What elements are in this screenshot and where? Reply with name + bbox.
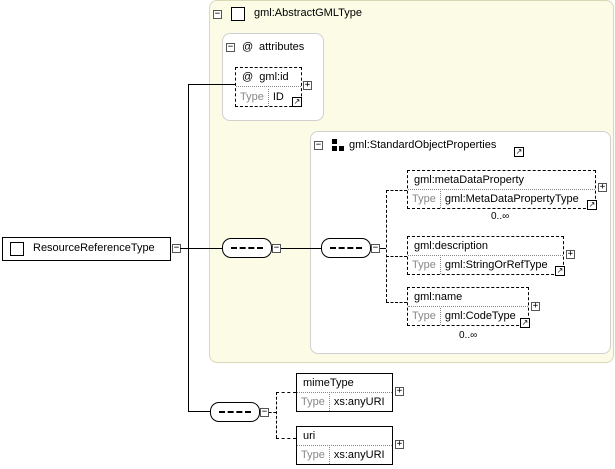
type-value: gml:CodeType — [444, 310, 516, 322]
type-value: xs:anyURI — [333, 396, 385, 408]
group-link-icon[interactable]: ↗ — [514, 147, 524, 157]
type-link-icon[interactable]: ↗ — [520, 318, 530, 328]
connector — [188, 84, 189, 411]
optional-connector — [269, 412, 276, 413]
optional-connector — [386, 256, 407, 257]
element-name: uri — [297, 427, 392, 446]
connector — [188, 84, 235, 85]
optional-connector — [386, 190, 407, 191]
type-link-icon[interactable]: ↗ — [555, 266, 565, 276]
attributes-collapse-icon[interactable]: − — [226, 42, 235, 52]
connector — [180, 248, 188, 249]
sequence-compositor[interactable] — [222, 238, 272, 258]
element-expand-icon[interactable]: + — [395, 439, 404, 449]
type-label: Type — [297, 394, 330, 411]
type-value: ID — [272, 91, 284, 103]
type-label: Type — [408, 308, 441, 325]
attributes-marker: @ — [242, 41, 254, 53]
collapse-toggle-icon[interactable]: − — [213, 9, 222, 19]
occurrence-label: 0..∞ — [491, 211, 510, 222]
type-value: xs:anyURI — [333, 449, 385, 461]
optional-connector — [276, 392, 296, 393]
attributes-label: attributes — [259, 41, 305, 53]
type-link-icon[interactable]: ↗ — [292, 97, 302, 107]
optional-connector — [380, 248, 386, 249]
type-link-icon[interactable]: ↗ — [587, 200, 597, 210]
element-expand-icon[interactable]: + — [531, 301, 540, 311]
type-label: Type — [297, 447, 330, 464]
attribute-name: @ gml:id — [236, 68, 301, 87]
complex-type-icon — [231, 7, 245, 21]
element-name: mimeType — [297, 374, 392, 393]
root-type-box[interactable]: ResourceReferenceType — [2, 237, 171, 261]
sequence-compositor[interactable] — [321, 238, 371, 258]
type-label: Type — [408, 257, 441, 274]
root-type-name: ResourceReferenceType — [33, 242, 155, 254]
optional-connector — [386, 302, 407, 303]
sequence-collapse-icon[interactable]: − — [260, 407, 269, 417]
base-type-title: gml:AbstractGMLType — [254, 7, 362, 19]
element-expand-icon[interactable]: + — [566, 249, 575, 259]
attribute-at-icon: @ — [242, 71, 254, 83]
occurrence-label: 0..∞ — [459, 330, 478, 341]
complex-type-icon — [10, 242, 24, 256]
type-label: Type — [236, 89, 269, 106]
attribute-expand-icon[interactable]: + — [303, 80, 312, 90]
element-expand-icon[interactable]: + — [395, 386, 404, 396]
group-collapse-icon[interactable]: − — [314, 140, 323, 150]
element-expand-icon[interactable]: + — [598, 182, 607, 192]
element-name: gml:name — [408, 288, 528, 307]
group-title: gml:StandardObjectProperties — [349, 139, 497, 151]
connector — [188, 411, 210, 412]
group-icon — [332, 139, 344, 151]
optional-connector — [276, 438, 296, 439]
element-name: gml:metaDataProperty — [408, 171, 595, 190]
sequence-compositor[interactable] — [210, 402, 260, 422]
optional-connector — [276, 392, 277, 438]
connector — [188, 248, 222, 249]
sequence-collapse-icon[interactable]: − — [272, 243, 281, 253]
connector — [281, 248, 321, 249]
attribute-name-text: gml:id — [259, 71, 289, 83]
type-value: gml:StringOrRefType — [444, 259, 548, 271]
element-name: gml:description — [408, 237, 563, 256]
sequence-collapse-icon[interactable]: − — [371, 243, 380, 253]
type-label: Type — [408, 191, 441, 208]
optional-connector — [386, 190, 387, 302]
type-value: gml:MetaDataPropertyType — [444, 193, 579, 205]
